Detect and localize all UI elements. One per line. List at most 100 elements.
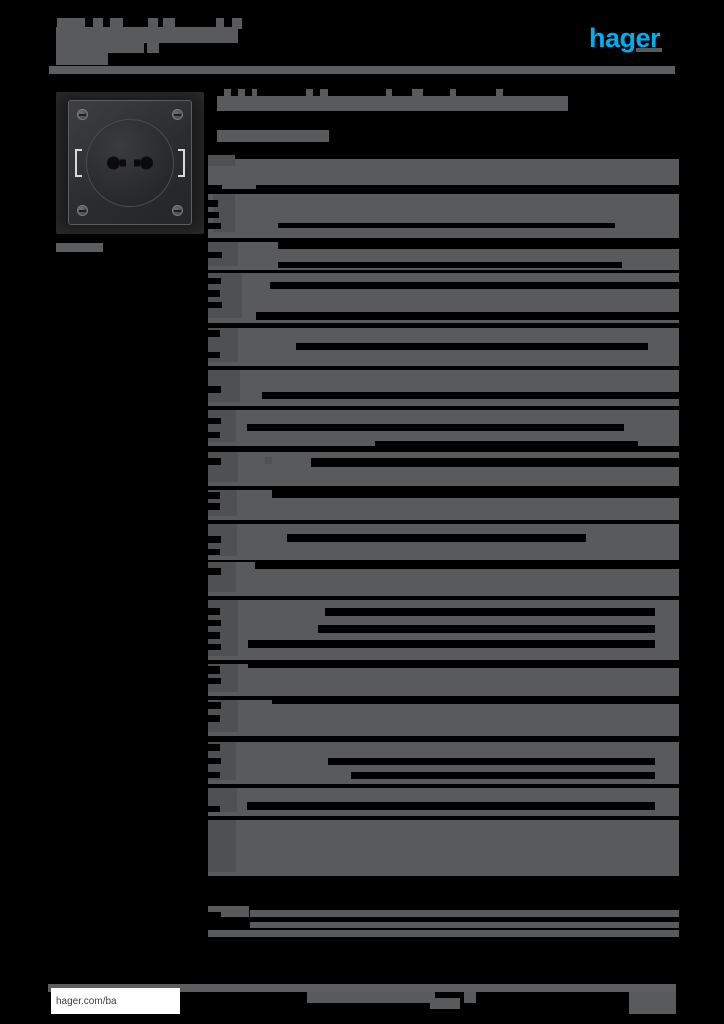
page-title-bar (217, 96, 568, 111)
row-gap (208, 223, 221, 229)
socket-plate-graphic (68, 100, 192, 225)
pin-notch-icon (120, 159, 126, 166)
row-gap (278, 242, 679, 249)
screw-icon (77, 109, 88, 120)
page-title-bar (238, 89, 245, 96)
page-title-bar (306, 89, 313, 96)
page-title-bar (224, 89, 231, 96)
row-gap (296, 343, 648, 350)
title-text-bar (232, 18, 242, 29)
row-gap (272, 490, 679, 498)
subtitle-bar (217, 130, 329, 142)
table-row-label (213, 194, 235, 232)
row-gap (208, 678, 221, 684)
row-gap (208, 352, 220, 358)
row-gap (208, 758, 221, 764)
row-gap (208, 458, 221, 465)
table-row (208, 524, 679, 560)
footnote-line (250, 910, 679, 917)
row-gap (208, 418, 221, 424)
row-gap (328, 758, 655, 765)
title-text-bar (163, 18, 175, 29)
row-gap (208, 608, 220, 615)
row-gap (208, 715, 220, 722)
screw-icon (77, 205, 88, 216)
footer-bar (430, 998, 460, 1009)
footer-bar (464, 992, 476, 1003)
table-row (208, 194, 679, 238)
table-row-label (208, 820, 236, 872)
socket-face (86, 118, 174, 207)
row-gap (208, 568, 221, 575)
row-gap (311, 458, 679, 467)
row-gap (208, 549, 220, 555)
pin-hole-icon (140, 156, 153, 169)
title-text-bar (56, 43, 144, 53)
row-gap (270, 282, 679, 289)
footer-url[interactable]: hager.com/ba (51, 988, 180, 1014)
screw-icon (172, 205, 183, 216)
footer-url-text: hager.com/ba (56, 995, 117, 1007)
row-gap (248, 660, 679, 668)
row-gap (208, 666, 220, 674)
footnote-gap (208, 912, 221, 919)
title-text-bar (56, 27, 238, 43)
title-text-bar (148, 18, 158, 29)
table-row-label (208, 562, 236, 592)
earth-contact-icon (75, 148, 82, 177)
row-gap (208, 632, 220, 639)
footer-divider (48, 984, 676, 992)
row-gap (208, 290, 220, 297)
hager-logo: hager (589, 23, 661, 53)
page-title-bar (412, 89, 423, 96)
table-row (208, 664, 679, 696)
screw-icon (172, 109, 183, 120)
row-gap (208, 744, 220, 751)
row-gap (208, 806, 220, 812)
row-gap (208, 644, 221, 650)
table-row-label (208, 452, 238, 482)
footnote-line (250, 922, 679, 928)
footer-bar (307, 992, 435, 1003)
product-image (56, 92, 204, 234)
logo-underline (636, 48, 662, 52)
page-number-bar (629, 992, 676, 1014)
row-gap (255, 560, 679, 569)
row-gap (256, 185, 679, 190)
row-gap (248, 640, 655, 648)
row-gap (208, 432, 220, 438)
table-row (208, 700, 679, 736)
title-text-bar (57, 18, 85, 29)
row-gap (262, 392, 679, 399)
table-row-label (208, 155, 235, 166)
row-gap (256, 312, 679, 320)
row-gap (247, 424, 624, 431)
row-gap (208, 536, 221, 543)
row-gap (278, 223, 615, 228)
footnote-line (208, 930, 679, 937)
row-gap (325, 608, 655, 616)
page-title-bar (450, 89, 456, 96)
row-gap (208, 503, 220, 510)
row-gap (208, 185, 222, 193)
title-text-bar (56, 53, 108, 65)
row-gap (351, 772, 655, 779)
row-gap (272, 696, 679, 704)
row-gap (208, 492, 220, 499)
page-title-bar (252, 89, 257, 96)
row-gap (278, 262, 622, 268)
title-text-bar (216, 18, 224, 29)
figure-caption-redacted (56, 243, 103, 252)
title-text-bar (147, 43, 159, 53)
pin-notch-icon (134, 159, 140, 166)
table-row (208, 452, 679, 486)
row-gap (208, 302, 222, 308)
pin-hole-icon (107, 156, 120, 169)
earth-contact-icon (178, 148, 185, 177)
row-gap (287, 534, 586, 542)
table-row (208, 820, 679, 876)
row-gap (208, 212, 219, 218)
table-row (208, 370, 679, 406)
row-gap (318, 625, 655, 633)
